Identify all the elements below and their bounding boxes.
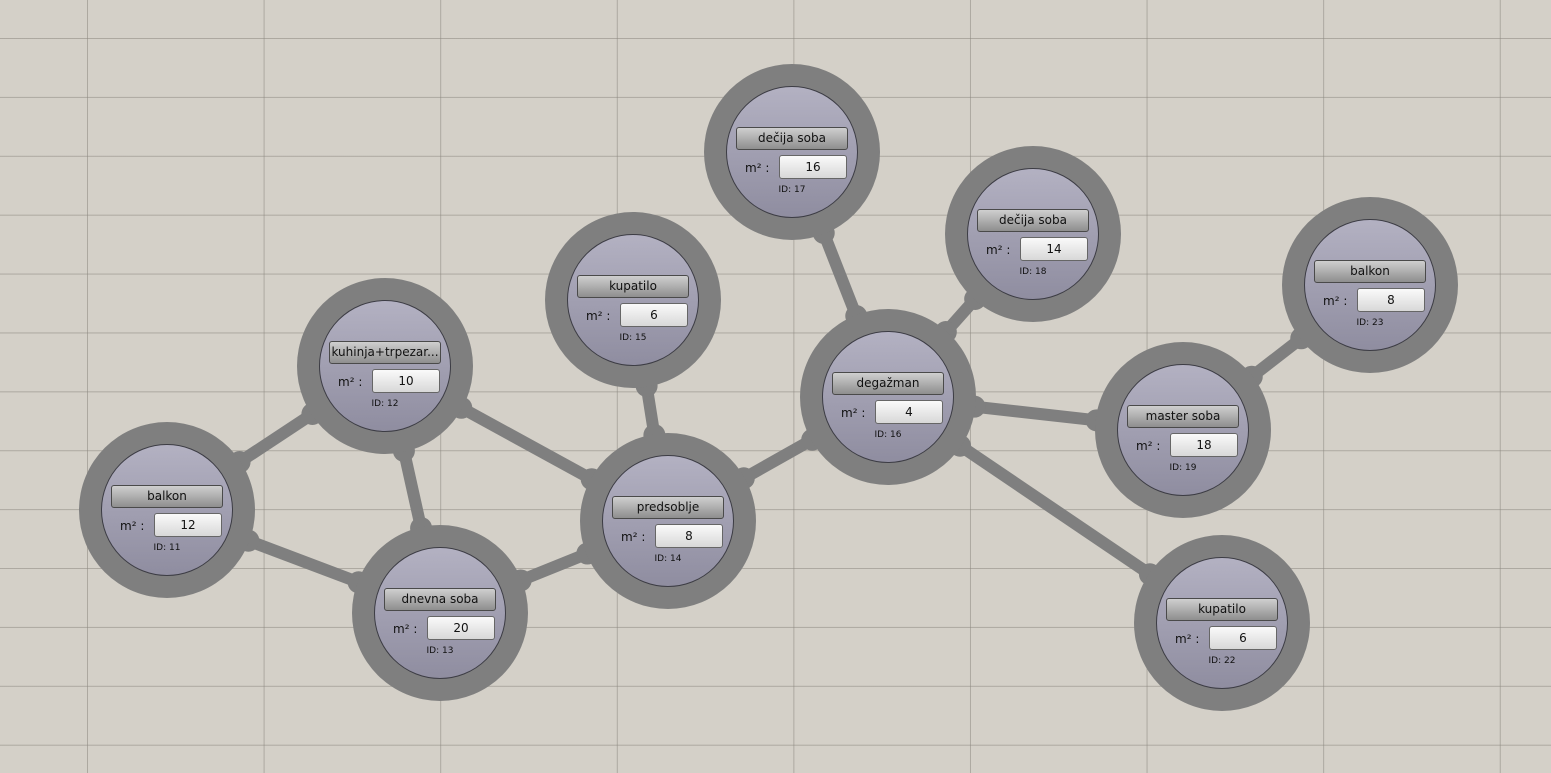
room-id-label: ID: 16 bbox=[874, 430, 902, 440]
room-name-button[interactable]: degažman bbox=[832, 372, 944, 395]
room-node-body: kupatilo m² : 6 ID: 15 bbox=[567, 234, 699, 366]
room-node-body: kuhinja+trpezar... m² : 10 ID: 12 bbox=[319, 300, 451, 432]
area-input[interactable]: 14 bbox=[1020, 237, 1088, 261]
area-label: m² : bbox=[338, 375, 363, 389]
room-id-label: ID: 19 bbox=[1169, 463, 1197, 473]
room-name-button[interactable]: dečija soba bbox=[736, 127, 848, 150]
area-input[interactable]: 6 bbox=[1209, 626, 1277, 650]
room-name-button[interactable]: predsoblje bbox=[612, 496, 724, 519]
room-node-body: balkon m² : 12 ID: 11 bbox=[101, 444, 233, 576]
area-input[interactable]: 4 bbox=[875, 400, 943, 424]
room-node[interactable]: dečija soba m² : 14 ID: 18 bbox=[945, 146, 1121, 322]
area-label: m² : bbox=[986, 243, 1011, 257]
room-id-label: ID: 23 bbox=[1356, 318, 1384, 328]
area-label: m² : bbox=[586, 309, 611, 323]
room-node-body: degažman m² : 4 ID: 16 bbox=[822, 331, 954, 463]
room-id-label: ID: 17 bbox=[778, 185, 806, 195]
area-label: m² : bbox=[745, 161, 770, 175]
area-input[interactable]: 12 bbox=[154, 513, 222, 537]
room-id-label: ID: 11 bbox=[153, 543, 181, 553]
room-name-button[interactable]: kupatilo bbox=[577, 275, 689, 298]
room-name-button[interactable]: kuhinja+trpezar... bbox=[329, 341, 441, 364]
room-node[interactable]: kupatilo m² : 6 ID: 15 bbox=[545, 212, 721, 388]
room-id-label: ID: 12 bbox=[371, 399, 399, 409]
room-node-body: predsoblje m² : 8 ID: 14 bbox=[602, 455, 734, 587]
room-name-button[interactable]: balkon bbox=[1314, 260, 1426, 283]
room-node[interactable]: kuhinja+trpezar... m² : 10 ID: 12 bbox=[297, 278, 473, 454]
room-node[interactable]: degažman m² : 4 ID: 16 bbox=[800, 309, 976, 485]
area-input[interactable]: 16 bbox=[779, 155, 847, 179]
room-node-body: dečija soba m² : 14 ID: 18 bbox=[967, 168, 1099, 300]
room-node[interactable]: balkon m² : 12 ID: 11 bbox=[79, 422, 255, 598]
area-label: m² : bbox=[621, 530, 646, 544]
room-id-label: ID: 22 bbox=[1208, 656, 1236, 666]
room-node[interactable]: predsoblje m² : 8 ID: 14 bbox=[580, 433, 756, 609]
area-label: m² : bbox=[841, 406, 866, 420]
area-input[interactable]: 20 bbox=[427, 616, 495, 640]
room-node[interactable]: dečija soba m² : 16 ID: 17 bbox=[704, 64, 880, 240]
area-label: m² : bbox=[1175, 632, 1200, 646]
area-input[interactable]: 18 bbox=[1170, 433, 1238, 457]
room-name-button[interactable]: dečija soba bbox=[977, 209, 1089, 232]
room-id-label: ID: 18 bbox=[1019, 267, 1047, 277]
room-name-button[interactable]: master soba bbox=[1127, 405, 1239, 428]
area-label: m² : bbox=[1136, 439, 1161, 453]
area-label: m² : bbox=[120, 519, 145, 533]
room-node-body: master soba m² : 18 ID: 19 bbox=[1117, 364, 1249, 496]
room-node-body: dečija soba m² : 16 ID: 17 bbox=[726, 86, 858, 218]
area-label: m² : bbox=[393, 622, 418, 636]
area-label: m² : bbox=[1323, 294, 1348, 308]
room-node[interactable]: master soba m² : 18 ID: 19 bbox=[1095, 342, 1271, 518]
room-id-label: ID: 15 bbox=[619, 333, 647, 343]
area-input[interactable]: 6 bbox=[620, 303, 688, 327]
room-node-body: kupatilo m² : 6 ID: 22 bbox=[1156, 557, 1288, 689]
room-node-body: dnevna soba m² : 20 ID: 13 bbox=[374, 547, 506, 679]
room-node-body: balkon m² : 8 ID: 23 bbox=[1304, 219, 1436, 351]
area-input[interactable]: 10 bbox=[372, 369, 440, 393]
room-node[interactable]: dnevna soba m² : 20 ID: 13 bbox=[352, 525, 528, 701]
room-node[interactable]: kupatilo m² : 6 ID: 22 bbox=[1134, 535, 1310, 711]
room-name-button[interactable]: dnevna soba bbox=[384, 588, 496, 611]
room-id-label: ID: 14 bbox=[654, 554, 682, 564]
room-name-button[interactable]: kupatilo bbox=[1166, 598, 1278, 621]
room-name-button[interactable]: balkon bbox=[111, 485, 223, 508]
area-input[interactable]: 8 bbox=[1357, 288, 1425, 312]
area-input[interactable]: 8 bbox=[655, 524, 723, 548]
room-node[interactable]: balkon m² : 8 ID: 23 bbox=[1282, 197, 1458, 373]
room-id-label: ID: 13 bbox=[426, 646, 454, 656]
